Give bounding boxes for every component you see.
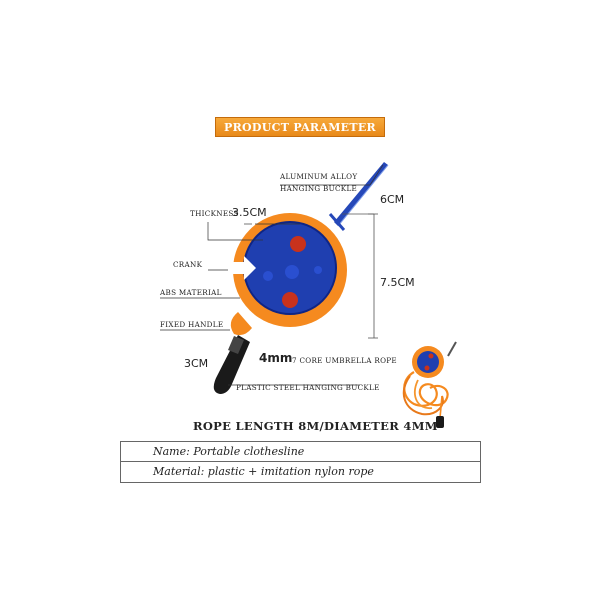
product-photo-thumbnail xyxy=(402,341,457,428)
spec-name-row: Name: Portable clothesline xyxy=(121,442,480,462)
aluminum-label-line1: ALUMINUM ALLOY xyxy=(280,172,358,181)
crank-label: CRANK xyxy=(173,260,203,269)
product-parameter-banner: PRODUCT PARAMETER xyxy=(215,117,385,137)
handle-length-value: 3CM xyxy=(184,357,209,370)
fixed-handle-part xyxy=(230,312,252,336)
dimension-brackets xyxy=(244,213,378,339)
buckle-length-value: 6CM xyxy=(380,193,405,206)
red-knob-top xyxy=(290,236,306,252)
crank-arrow xyxy=(228,256,256,280)
aluminum-label-line2: HANGING BUCKLE xyxy=(280,184,358,193)
red-knob-bottom xyxy=(282,292,298,308)
plastic-buckle-label: PLASTIC STEEL HANGING BUCKLE xyxy=(236,383,380,392)
core-rope-label: 7 CORE UMBRELLA ROPE xyxy=(292,356,397,365)
thickness-value: 3.5CM xyxy=(232,206,267,219)
plastic-steel-buckle xyxy=(213,335,250,394)
fixed-handle-label: FIXED HANDLE xyxy=(160,320,224,329)
spec-table: Name: Portable clothesline Material: pla… xyxy=(120,441,481,483)
rope-diameter-value: 4mm xyxy=(259,351,293,365)
leader-lines xyxy=(160,164,384,386)
body-height-value: 7.5CM xyxy=(380,276,415,289)
spec-material-row: Material: plastic + imitation nylon rope xyxy=(153,465,374,478)
abs-material-label: ABS MATERIAL xyxy=(160,288,222,297)
thickness-label: THICKNESS xyxy=(190,209,239,218)
rope-length-caption: ROPE LENGTH 8M/DIAMETER 4MM xyxy=(193,419,438,433)
